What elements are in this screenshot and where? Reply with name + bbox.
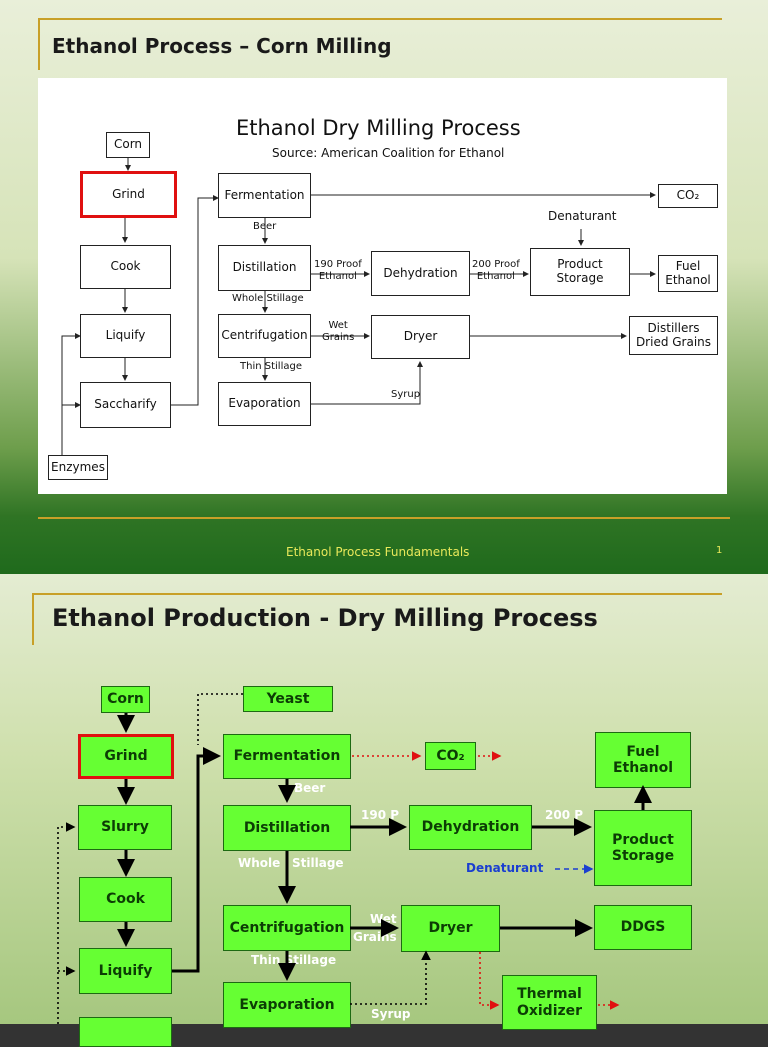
node-distillers-dried-grains: Distillers Dried Grains — [629, 316, 718, 355]
s2-node-ddgs: DDGS — [594, 905, 692, 950]
s2-label-200p: 200 P — [545, 808, 584, 822]
label-syrup: Syrup — [391, 389, 421, 400]
node-centrifugation: Centrifugation — [218, 314, 311, 358]
footer-rule — [38, 517, 730, 519]
label-denaturant: Denaturant — [548, 209, 617, 223]
s2-node-product-storage: Product Storage — [594, 810, 692, 886]
title-rule-vertical — [38, 18, 40, 70]
slide2-title-rule-vertical — [32, 593, 34, 645]
node-fuel-ethanol: Fuel Ethanol — [658, 255, 718, 292]
s2-node-dryer: Dryer — [401, 905, 500, 952]
title-rule — [38, 18, 722, 20]
diagram-title: Ethanol Dry Milling Process — [236, 116, 521, 140]
label-thin-stillage: Thin Stillage — [240, 361, 302, 372]
s2-node-dehydration: Dehydration — [409, 805, 532, 850]
node-corn: Corn — [106, 132, 150, 158]
node-dehydration: Dehydration — [371, 251, 470, 296]
s2-node-thermal-oxidizer: Thermal Oxidizer — [502, 975, 597, 1030]
node-liquify: Liquify — [80, 314, 171, 358]
s2-label-whole: Whole — [238, 856, 281, 870]
page-number: 1 — [716, 545, 723, 556]
node-dryer: Dryer — [371, 315, 470, 359]
label-200-proof: 200 Proof Ethanol — [472, 259, 520, 282]
node-grind: Grind — [80, 171, 177, 218]
slide2-title-rule — [32, 593, 722, 595]
s2-node-co2: CO₂ — [425, 742, 476, 770]
s2-node-corn: Corn — [101, 686, 150, 713]
slide2-title: Ethanol Production - Dry Milling Process — [52, 604, 598, 632]
s2-node-grind: Grind — [78, 734, 174, 779]
s2-node-fermentation: Fermentation — [223, 734, 351, 779]
diagram-connectors — [61, 158, 656, 455]
node-evaporation: Evaporation — [218, 382, 311, 426]
node-co2: CO₂ — [658, 184, 718, 208]
slide-1: Ethanol Process – Corn Milling Ethanol D… — [0, 0, 768, 574]
label-whole-stillage: Whole Stillage — [232, 293, 304, 304]
diagram-subtitle: Source: American Coalition for Ethanol — [272, 146, 505, 160]
node-enzymes: Enzymes — [48, 455, 108, 480]
slide2-connectors — [57, 693, 652, 1024]
label-190-proof: 190 Proof Ethanol — [314, 259, 362, 282]
s2-node-yeast: Yeast — [243, 686, 333, 712]
s2-node-centrifugation: Centrifugation — [223, 905, 351, 951]
s2-node-liquify: Liquify — [79, 948, 172, 994]
s2-label-beer: Beer — [294, 781, 326, 795]
s2-label-stillage: Stillage — [292, 856, 344, 870]
s2-node-distillation: Distillation — [223, 805, 351, 851]
node-distillation: Distillation — [218, 245, 311, 291]
s2-node-cook: Cook — [79, 877, 172, 922]
node-cook: Cook — [80, 245, 171, 289]
slide-title: Ethanol Process – Corn Milling — [52, 34, 392, 58]
s2-node-fuel-ethanol: Fuel Ethanol — [595, 732, 691, 788]
s2-label-denaturant: Denaturant — [466, 861, 544, 875]
footer-text: Ethanol Process Fundamentals — [286, 545, 470, 559]
label-wet-grains: Wet Grains — [322, 320, 355, 343]
s2-node-slurry: Slurry — [78, 805, 172, 850]
label-beer: Beer — [253, 221, 277, 232]
node-saccharify: Saccharify — [80, 382, 171, 428]
s2-label-syrup: Syrup — [371, 1007, 411, 1021]
node-fermentation: Fermentation — [218, 173, 311, 218]
s2-label-thin-stillage: Thin Stillage — [251, 953, 337, 967]
s2-node-evaporation: Evaporation — [223, 982, 351, 1028]
node-product-storage: Product Storage — [530, 248, 630, 296]
